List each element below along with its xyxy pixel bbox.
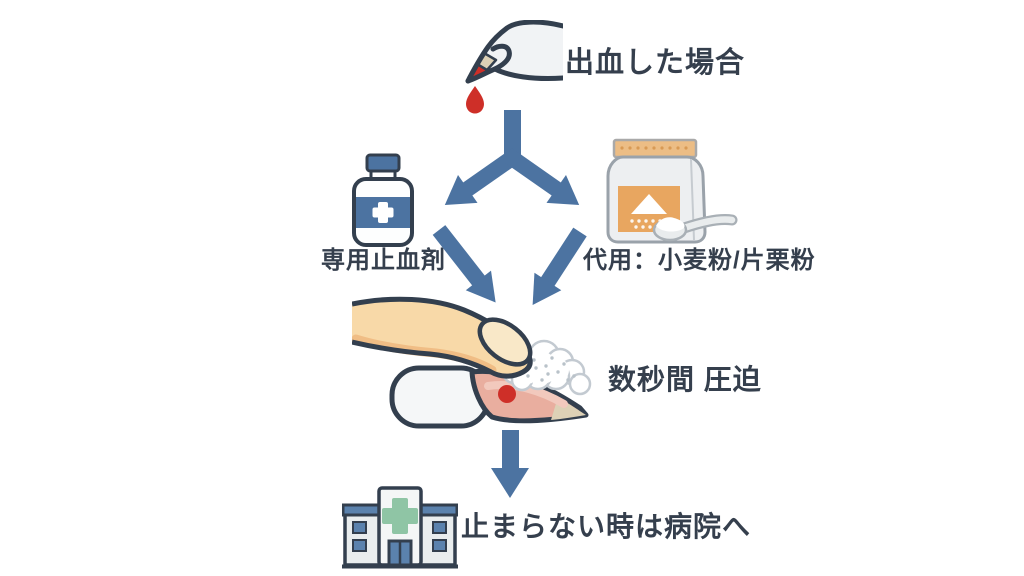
blood-drop <box>466 86 484 114</box>
hospital-icon <box>342 486 458 569</box>
hospital-windows <box>352 521 447 552</box>
merge-arrows <box>432 225 587 305</box>
green-cross-icon <box>382 498 418 534</box>
step-label-hospital: 止まらない時は病院へ <box>461 511 752 542</box>
spoon-icon <box>652 214 738 242</box>
styptic-bottle-icon <box>352 153 414 247</box>
step-label-bleeding: 出血した場合 <box>565 47 746 79</box>
step-label-substitute: 代用：小麦粉/片栗粉 <box>583 247 816 274</box>
bleeding-claw-icon <box>465 20 563 114</box>
step-label-styptic: 専用止血剤 <box>321 247 446 274</box>
finger <box>352 296 533 379</box>
merge-arrow-left <box>432 225 496 303</box>
merge-arrow-right <box>532 227 587 305</box>
down-arrow <box>491 430 529 498</box>
finger-press-claw-icon <box>352 296 592 429</box>
fingernail <box>477 317 533 367</box>
split-arrow <box>444 110 580 206</box>
blood-spot <box>498 385 516 403</box>
flour-bag-spoon-icon <box>606 138 738 244</box>
step-label-press: 数秒間 圧迫 <box>608 364 762 395</box>
